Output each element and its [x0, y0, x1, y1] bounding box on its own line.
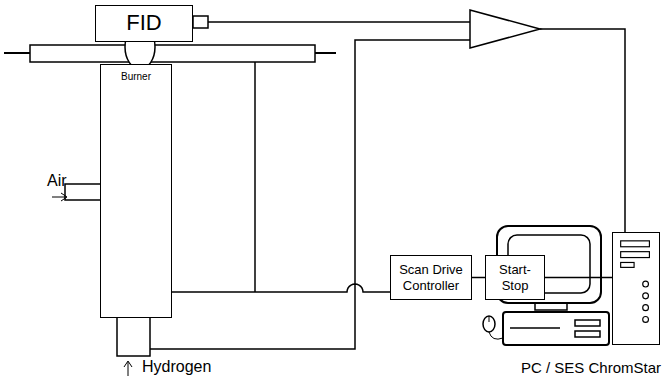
signal-wire — [208, 21, 470, 23]
pc-tower: PC / SES ChromStar — [612, 232, 660, 345]
node-text: Burner — [121, 71, 151, 83]
hydrogen-arrow — [128, 362, 129, 376]
connector-line — [172, 284, 390, 292]
fid-connector — [193, 16, 208, 28]
air-arrow-head — [61, 193, 67, 201]
node-text: FID — [126, 10, 161, 36]
connector-line — [472, 277, 485, 279]
hydrogen-arrow-head — [124, 361, 132, 367]
signal-wire — [254, 62, 256, 292]
detector-box: FID — [95, 5, 193, 42]
column-end — [4, 52, 30, 54]
desktop-base — [503, 312, 609, 345]
hydrogen-inlet — [117, 317, 150, 356]
controller-box: Scan Drive Controller — [390, 255, 472, 300]
monitor-stand — [535, 303, 567, 310]
node-text: Scan Drive Controller — [395, 262, 467, 293]
node-heading: PC / SES ChromStar — [521, 360, 661, 377]
base-slot — [510, 327, 560, 329]
base-drive — [575, 320, 600, 326]
amplifier-symbol — [470, 10, 540, 48]
inlet-label: Air — [47, 172, 67, 190]
air-inlet — [65, 184, 101, 200]
burner-cylinder: Burner — [100, 64, 172, 318]
gas-label: Hydrogen — [142, 358, 211, 376]
mouse-button — [489, 316, 490, 322]
connector-line — [545, 277, 612, 279]
mouse — [483, 316, 495, 332]
signal-wire — [150, 40, 470, 349]
start-stop-box: Start-Stop — [485, 255, 545, 300]
base-drive — [575, 331, 600, 337]
column-tube — [30, 45, 315, 62]
node-text: Start-Stop — [490, 262, 540, 293]
signal-wire — [540, 29, 625, 232]
air-arrow — [52, 197, 66, 198]
tower-details — [613, 233, 659, 344]
mouse-cord — [489, 332, 503, 339]
column-end — [315, 52, 336, 54]
